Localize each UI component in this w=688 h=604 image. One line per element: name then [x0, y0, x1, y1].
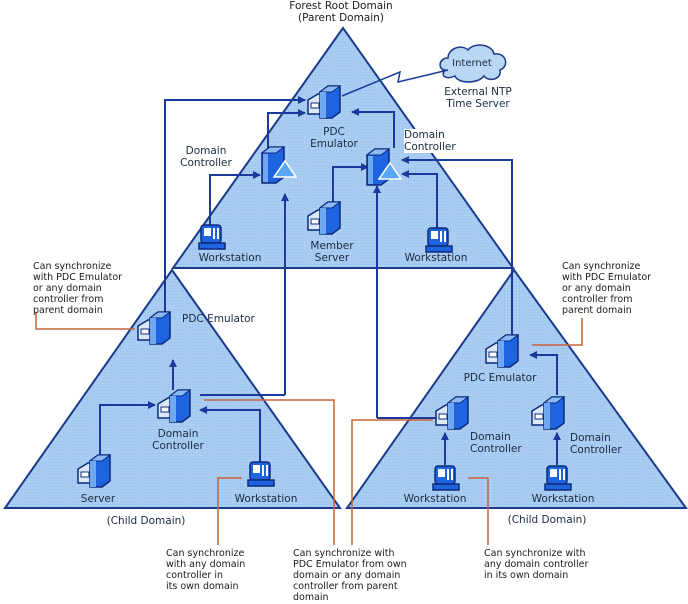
ntp-label: External NTP Time Server: [444, 86, 512, 110]
note-right-pdc: Can synchronize with PDC Emulator or any…: [562, 261, 652, 316]
left-workstation-icon: [247, 461, 275, 487]
note-dc-middle: Can synchronize with PDC Emulator from o…: [293, 548, 407, 603]
cloud-icon: [439, 44, 507, 83]
right-child-sync-lines: [377, 351, 561, 465]
note-right-workstation: Can synchronize with any domain controll…: [484, 548, 589, 581]
parent-dc-right-label: Domain Controller: [404, 129, 456, 153]
right-dc-left-label: Domain Controller: [470, 431, 522, 455]
right-pdc-label: PDC Emulator: [463, 372, 537, 384]
left-dc-label: Domain Controller: [152, 428, 204, 452]
right-child-domain-triangle: [345, 268, 688, 509]
parent-workstation-left-label: Workstation: [198, 252, 262, 264]
parent-workstation-right-label: Workstation: [404, 252, 468, 264]
left-child-sync-lines: [99, 359, 285, 462]
forest-root-title: Forest Root Domain (Parent Domain): [289, 0, 393, 24]
parent-workstation-left-icon: [198, 224, 226, 250]
internet-label: Internet: [452, 58, 492, 69]
right-workstation-right-icon: [544, 465, 572, 491]
parent-pdc-label: PDC Emulator: [310, 126, 358, 150]
left-pdc-label: PDC Emulator: [182, 313, 255, 325]
note-connector-lines: [35, 312, 583, 545]
member-server-label: Member Server: [310, 240, 354, 264]
right-workstation-right-label: Workstation: [531, 493, 595, 505]
left-child-domain-caption: (Child Domain): [106, 515, 186, 527]
right-workstation-left-label: Workstation: [403, 493, 467, 505]
parent-workstation-right-icon: [425, 227, 453, 253]
parent-sync-lines: [164, 96, 513, 418]
left-workstation-label: Workstation: [234, 493, 298, 505]
ntp-link: [341, 69, 449, 97]
right-dc-right-label: Domain Controller: [570, 432, 622, 456]
note-left-pdc: Can synchronize with PDC Emulator or any…: [33, 261, 123, 316]
right-workstation-left-icon: [432, 465, 460, 491]
right-child-domain-caption: (Child Domain): [507, 514, 587, 526]
note-left-workstation: Can synchronize with any domain controll…: [166, 548, 246, 592]
parent-dc-left-label: Domain Controller: [180, 145, 232, 169]
left-server-label: Server: [80, 493, 116, 505]
